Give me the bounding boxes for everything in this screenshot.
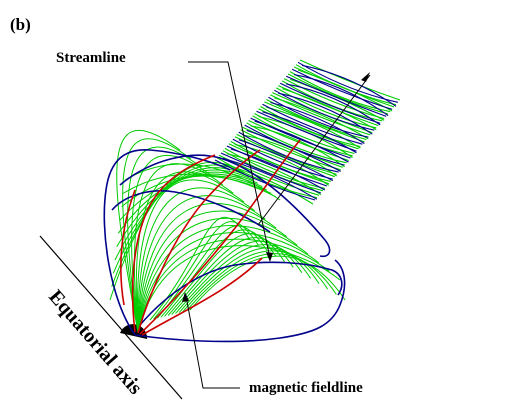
tube-winding [299, 59, 401, 101]
outflow-tube-blue [214, 61, 399, 201]
tube-axis-arrowhead [361, 72, 370, 82]
fieldline-loop [189, 255, 346, 311]
fieldline-loop [121, 175, 272, 208]
fieldline-loop [127, 146, 202, 333]
outflow-tube-green [216, 59, 401, 205]
fieldline-loop [149, 216, 251, 321]
tube-winding [286, 83, 381, 126]
fieldline-loop [119, 174, 267, 221]
tube-winding [266, 99, 367, 141]
tube-winding [256, 110, 357, 152]
fieldline-leader [185, 295, 240, 389]
fieldline-loop [137, 245, 341, 333]
tube-winding [262, 103, 363, 145]
tube-winding [274, 97, 369, 140]
magnetic-fieldline-label: magnetic fieldline [249, 380, 363, 396]
fieldline-loop [137, 238, 330, 333]
tube-winding [291, 68, 393, 110]
tube-winding [260, 106, 361, 148]
tube-winding [268, 96, 369, 138]
fieldline-loop [122, 138, 192, 333]
tube-winding [279, 82, 381, 124]
equatorial-axis-line [39, 235, 183, 400]
fieldline-mesh [109, 129, 346, 333]
streamline-3 [139, 139, 301, 335]
fieldline-loop [137, 232, 320, 333]
inner-surface-loop [139, 261, 343, 326]
fieldline-loop [137, 203, 277, 333]
tube-winding [278, 92, 373, 135]
tube-winding [254, 120, 349, 163]
fieldline-loop [137, 217, 298, 333]
tube-winding [226, 153, 322, 196]
fieldline-loop [137, 187, 256, 333]
tube-winding [276, 87, 377, 129]
tube-winding [234, 143, 330, 186]
streamlines [120, 139, 301, 336]
fieldline-loop [164, 233, 285, 317]
tube-winding [270, 101, 365, 144]
streamline-1 [131, 154, 216, 333]
upper-shell-outline [119, 154, 331, 258]
tube-winding [262, 111, 357, 154]
tube-winding [218, 162, 314, 205]
streamline-2 [137, 149, 261, 334]
tube-axis-line [257, 74, 371, 226]
fieldline-loop [167, 237, 294, 316]
tube-winding [297, 61, 399, 103]
fieldline-loop [136, 179, 245, 333]
tube-winding [301, 64, 397, 107]
fieldline-leader-arrowhead [182, 292, 189, 302]
panel-label: (b) [10, 15, 31, 34]
tube-winding [238, 131, 339, 173]
tube-winding [264, 101, 365, 143]
surface-outlines [103, 149, 346, 343]
tube-winding [244, 124, 345, 166]
tube-winding [246, 122, 347, 164]
fieldline-loop [137, 210, 288, 333]
tube-winding [220, 152, 322, 194]
tube-winding [293, 74, 389, 117]
fieldline-loop [182, 250, 329, 313]
streamline-leader [188, 61, 271, 259]
equatorial-axis-label: Equatorial axis [44, 286, 146, 399]
tube-winding [222, 157, 318, 200]
tube-winding [283, 78, 385, 120]
tube-winding [266, 106, 361, 149]
tube-winding [295, 64, 397, 106]
fieldline-loop [124, 163, 281, 201]
inner-shell-curve [111, 190, 271, 233]
tube-winding [282, 88, 377, 131]
streamline-leader-arrowhead [266, 252, 273, 262]
fieldline-loop [116, 129, 181, 333]
fieldline-loop [135, 171, 234, 333]
fieldline-loop [178, 247, 320, 314]
tube-winding [274, 89, 375, 131]
streamline-inner [120, 189, 136, 306]
tube-winding [214, 159, 316, 201]
fieldline-loop [175, 244, 311, 314]
front-surface-outline [134, 259, 346, 343]
streamline-label: Streamline [56, 50, 126, 66]
fieldline-loop [123, 173, 276, 198]
fieldline-loop [137, 195, 266, 333]
streamline-4 [141, 257, 263, 336]
tube-winding [254, 113, 355, 155]
tube-winding [285, 75, 387, 117]
tube-winding [287, 73, 389, 115]
fieldline-loop [137, 225, 309, 333]
